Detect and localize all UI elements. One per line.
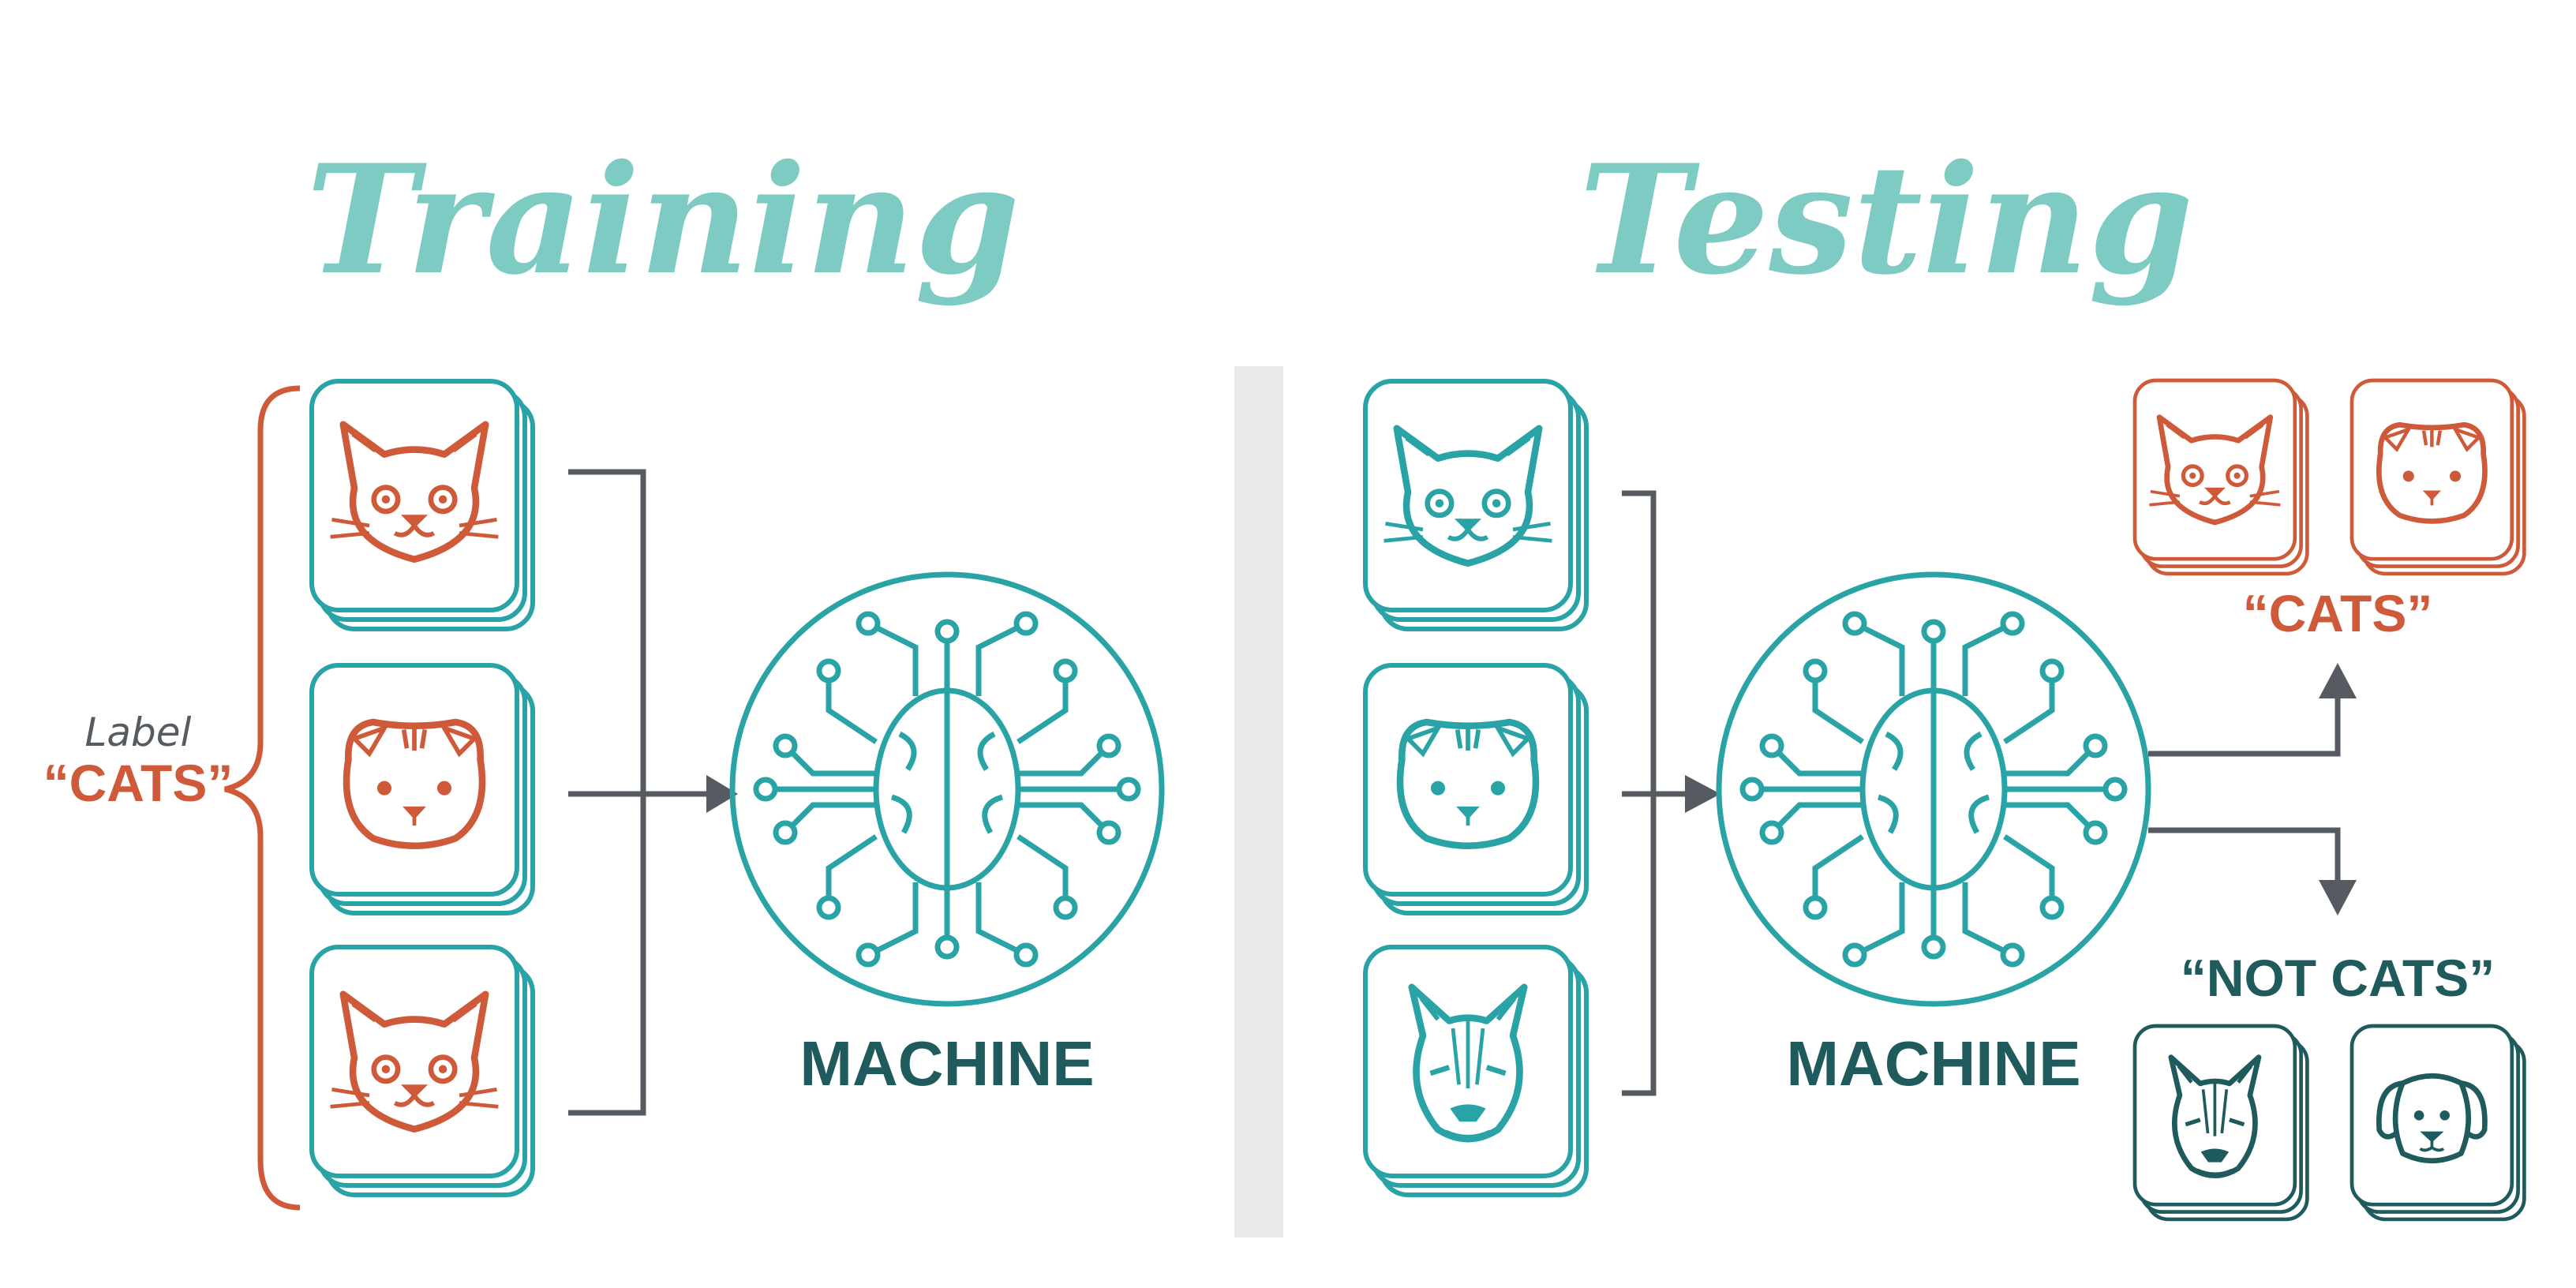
training-input-2 [312, 665, 533, 913]
testing-panel: MACHINE “CATS” “NOT CATS” [1365, 380, 2524, 1219]
output-cats-2 [2352, 380, 2524, 574]
testing-input-1 [1365, 381, 1586, 629]
training-connector [568, 469, 646, 1116]
label-brace [224, 385, 301, 1211]
output-cats-label: “CATS” [2243, 584, 2433, 642]
testing-machine [1716, 571, 2151, 1007]
training-input-1 [312, 381, 533, 629]
brain-circuit-icon [766, 620, 1129, 958]
training-panel: Label “CATS” [43, 381, 1165, 1211]
training-machine [729, 571, 1165, 1007]
testing-input-3 [1365, 947, 1586, 1195]
panel-divider [1234, 366, 1283, 1237]
testing-input-2 [1365, 665, 1586, 913]
output-not-cats-2 [2352, 1026, 2524, 1219]
output-arrow-not-cats [2148, 827, 2341, 884]
testing-connector [1622, 490, 1657, 1096]
testing-machine-label: MACHINE [1786, 1028, 2080, 1099]
testing-title: Testing [1579, 132, 2193, 308]
label-cats: “CATS” [43, 754, 234, 812]
output-not-cats-1 [2135, 1026, 2307, 1219]
output-not-cats-label: “NOT CATS” [2181, 949, 2495, 1007]
output-arrow-cats [2148, 695, 2341, 757]
label-caption: Label [85, 710, 192, 755]
output-cats-1 [2135, 380, 2307, 574]
training-input-3 [312, 947, 533, 1195]
training-machine-label: MACHINE [799, 1028, 1094, 1099]
training-title: Training [306, 132, 1020, 308]
brain-circuit-icon [1752, 620, 2115, 958]
